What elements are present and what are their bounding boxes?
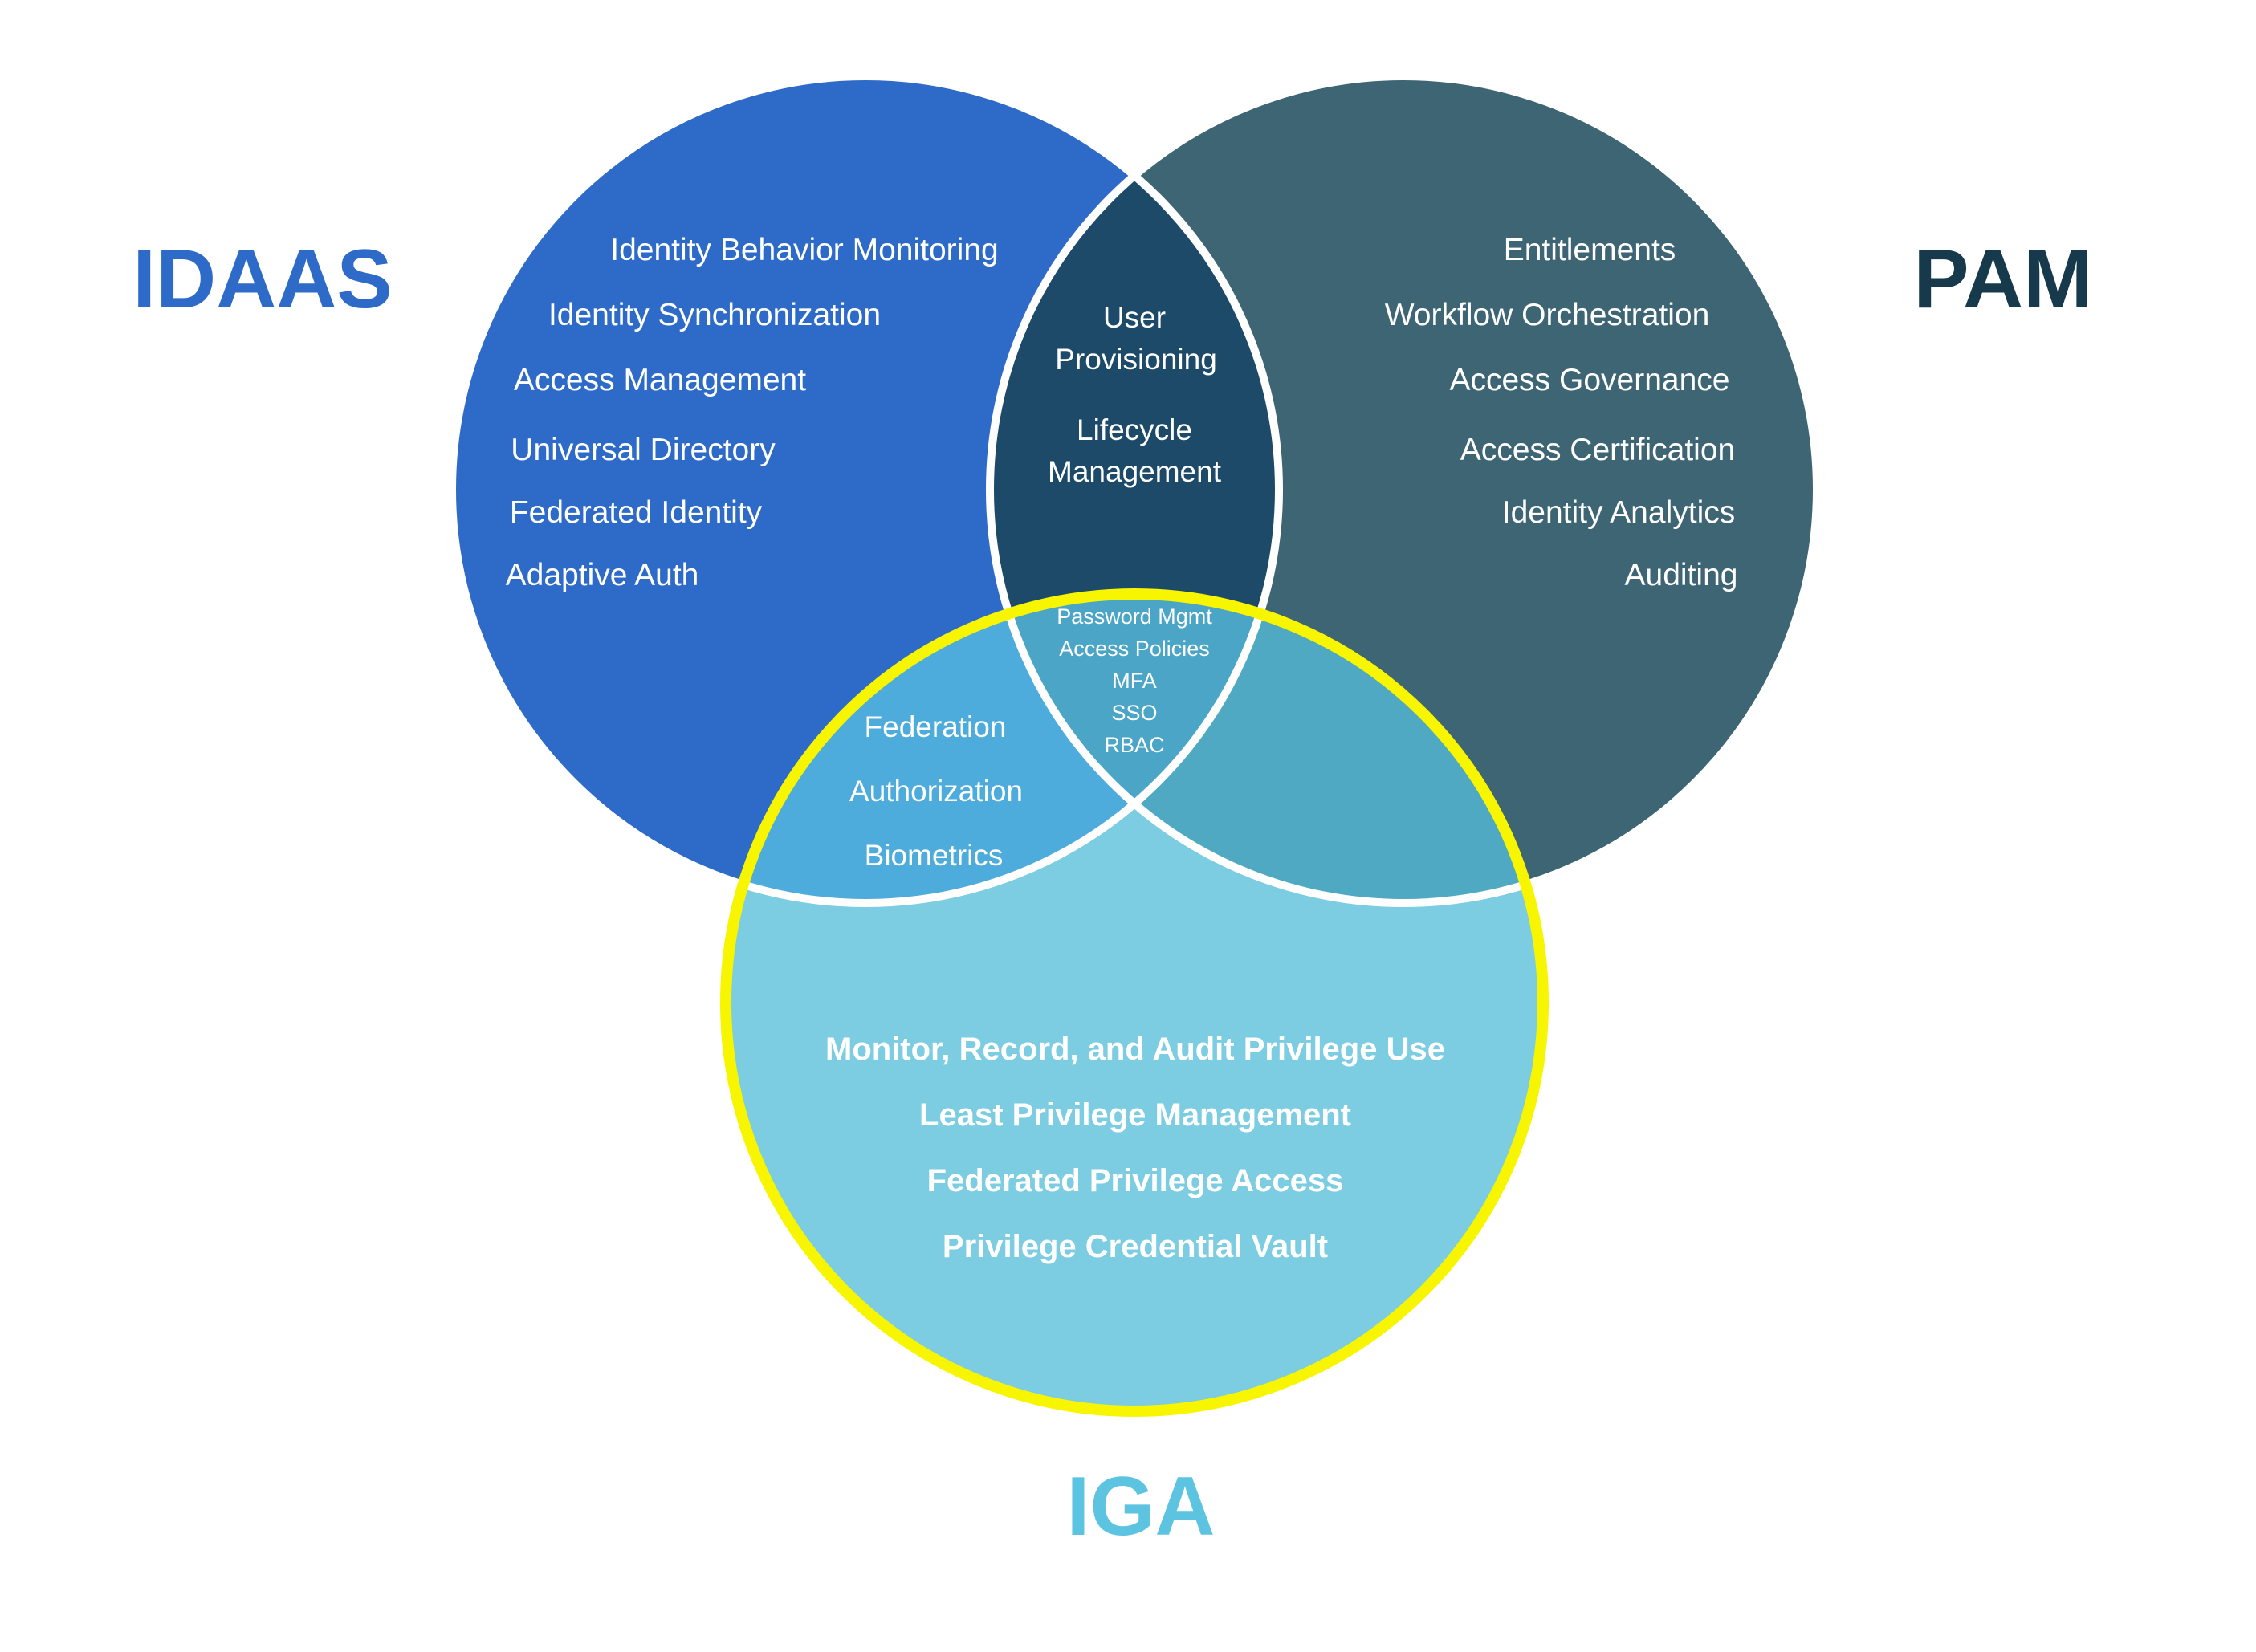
pam-item: Access Governance <box>1449 363 1729 397</box>
idaas-iga-overlap <box>726 594 1279 903</box>
center-item: RBAC <box>1104 733 1164 757</box>
idaas-label: IDAAS <box>132 233 393 326</box>
pam-label: PAM <box>1913 233 2092 326</box>
iga-item: Monitor, Record, and Audit Privilege Use <box>825 1031 1445 1067</box>
pam-item: Auditing <box>1625 558 1738 592</box>
iga-item: Privilege Credential Vault <box>943 1229 1328 1264</box>
idaas-item: Universal Directory <box>511 433 776 467</box>
idaas-items: Identity Behavior Monitoring Identity Sy… <box>506 233 999 592</box>
center-overlap-items: Password Mgmt Access Policies MFA SSO RB… <box>1057 604 1212 757</box>
pam-circle-outline <box>986 72 1821 907</box>
iga-circle-outline <box>720 588 1549 1417</box>
idaas-item: Identity Synchronization <box>548 298 881 332</box>
iga-label: IGA <box>1067 1460 1216 1553</box>
idaas-pam-overlap-items: User Provisioning Lifecycle Management <box>1048 301 1222 488</box>
pam-item: Entitlements <box>1504 233 1676 267</box>
idaas-iga-overlap-fill <box>726 594 1279 903</box>
iga-item: Least Privilege Management <box>919 1097 1351 1133</box>
center-item: Password Mgmt <box>1057 604 1212 629</box>
idaas-item: Access Management <box>514 363 806 397</box>
center-item: SSO <box>1111 701 1157 725</box>
pam-iga-overlap-fill <box>990 594 1543 903</box>
idaas-item: Adaptive Auth <box>506 558 699 592</box>
overlap-item: Federation <box>865 710 1007 743</box>
overlap-item: Biometrics <box>865 839 1004 872</box>
iga-item: Federated Privilege Access <box>927 1163 1344 1198</box>
pam-items: Entitlements Workflow Orchestration Acce… <box>1385 233 1738 592</box>
pam-iga-overlap <box>990 594 1543 903</box>
idaas-iga-overlap-items: Federation Authorization Biometrics <box>849 710 1023 872</box>
overlap-item: Lifecycle <box>1077 413 1192 446</box>
overlap-item: Provisioning <box>1055 343 1217 376</box>
overlap-item: Authorization <box>849 775 1023 808</box>
idaas-item: Federated Identity <box>510 495 763 530</box>
overlap-item: Management <box>1048 455 1222 488</box>
pam-item: Access Certification <box>1460 433 1735 467</box>
idaas-circle-outline <box>448 72 1283 907</box>
idaas-item: Identity Behavior Monitoring <box>610 233 998 267</box>
center-item: Access Policies <box>1059 637 1210 661</box>
overlap-item: User <box>1103 301 1166 334</box>
center-item: MFA <box>1112 669 1157 693</box>
pam-item: Workflow Orchestration <box>1385 298 1710 332</box>
pam-item: Identity Analytics <box>1502 495 1735 530</box>
iga-items: Monitor, Record, and Audit Privilege Use… <box>825 1031 1445 1264</box>
